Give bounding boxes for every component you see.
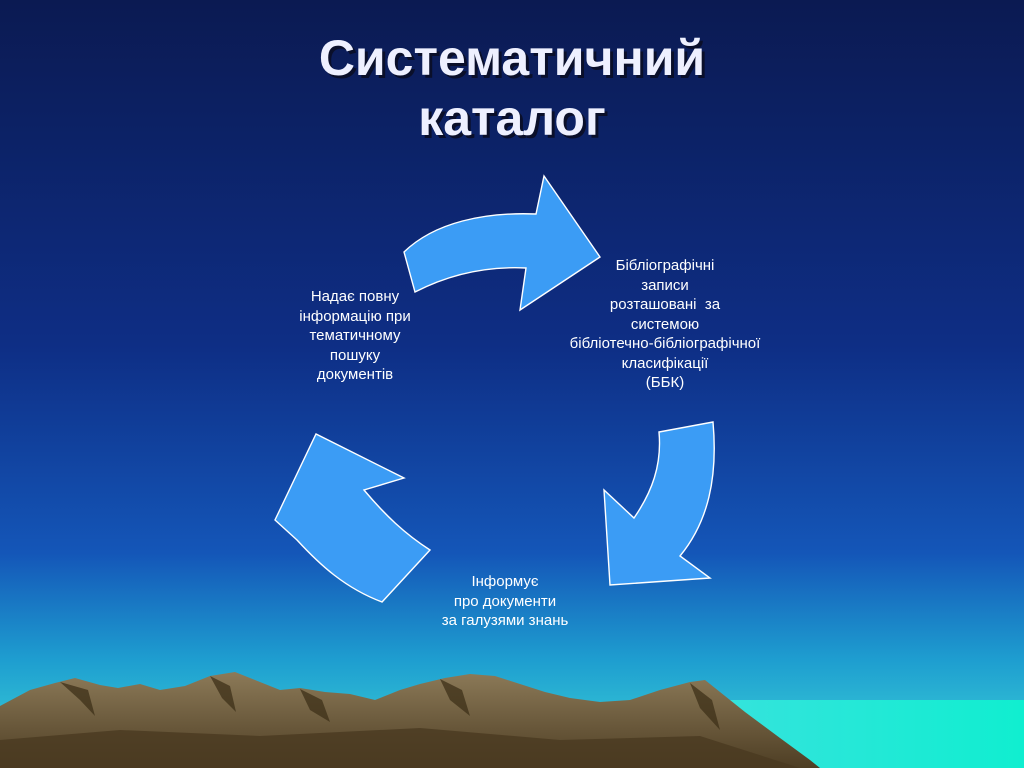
node-bottom-line-1: Інформує (471, 573, 539, 590)
title-line-1: Систематичний (318, 30, 706, 86)
node-right-line-5: бібліотечно-бібліографічної (569, 335, 761, 352)
cycle-node-full-info-search: Надає повну інформацію при тематичному п… (270, 287, 440, 385)
node-right-line-6: класифікації (621, 354, 709, 372)
node-right-line-7: (ББК) (645, 374, 685, 391)
cycle-node-informs-by-fields: Інформує про документи за галузями знань (400, 572, 610, 631)
title-line-2: каталог (418, 90, 606, 146)
node-right-line-1: Бібліографічні (615, 257, 715, 274)
slide-title: Систематичний каталог (112, 28, 912, 148)
node-bottom-line-2: про документи (453, 592, 557, 610)
node-right-line-4: системою (630, 315, 700, 333)
node-left-line-4: пошуку (329, 346, 381, 364)
cycle-arrow-right (603, 421, 715, 586)
node-right-line-2: записи (641, 276, 689, 294)
cycle-node-records-by-bbk: Бібліографічні записи розташовані за сис… (540, 256, 790, 393)
cycle-arrow-top (403, 174, 601, 312)
mountains (0, 672, 820, 768)
node-bottom-line-3: за галузями знань (441, 612, 569, 629)
cycle-arrow-left (274, 433, 432, 603)
node-right-line-3: розташовані за (609, 296, 721, 313)
node-left-line-3: тематичному (309, 327, 401, 344)
node-left-line-1: Надає повну (310, 288, 400, 305)
node-left-line-5: документів (316, 366, 394, 383)
node-left-line-2: інформацію при (299, 307, 411, 325)
